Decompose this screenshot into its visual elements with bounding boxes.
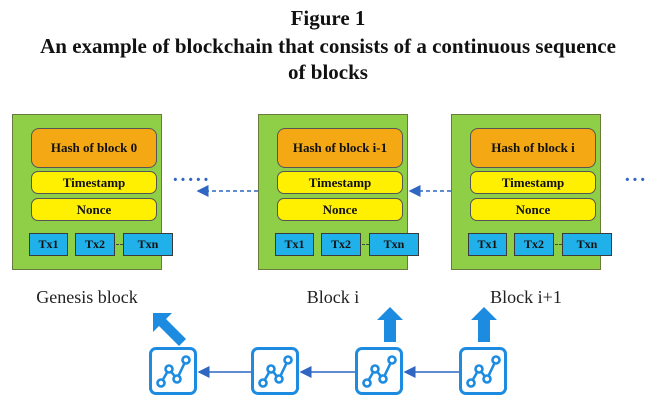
figure-label: Figure 1 bbox=[290, 6, 366, 30]
transaction-ellipsis-dash bbox=[116, 244, 127, 245]
genesis-block: Hash of block 0 Timestamp Nonce Tx1 Tx2 … bbox=[12, 114, 173, 270]
caption-block-i: Block i bbox=[306, 287, 360, 307]
blockchain-node-icon bbox=[149, 347, 197, 395]
transaction-tx2: Tx2 bbox=[321, 233, 361, 256]
timestamp-field: Timestamp bbox=[31, 171, 157, 194]
timestamp-field: Timestamp bbox=[277, 171, 403, 194]
transaction-tx2: Tx2 bbox=[514, 233, 554, 256]
figure-title-line2: of blocks bbox=[288, 60, 368, 84]
blockchain-node-icon bbox=[251, 347, 299, 395]
transaction-ellipsis-dash bbox=[555, 244, 566, 245]
up-arrow-icon bbox=[377, 307, 403, 342]
up-arrow-icon bbox=[471, 307, 497, 342]
chain-ellipsis-right: ··· bbox=[624, 169, 648, 191]
caption-genesis-block: Genesis block bbox=[36, 287, 138, 307]
block-hash-field: Hash of block 0 bbox=[31, 128, 157, 168]
transaction-txn: Txn bbox=[562, 233, 612, 256]
transaction-txn: Txn bbox=[123, 233, 173, 256]
block-hash-field: Hash of block i-1 bbox=[277, 128, 403, 168]
transaction-tx2: Tx2 bbox=[75, 233, 115, 256]
block-i: Hash of block i-1 Timestamp Nonce Tx1 Tx… bbox=[258, 114, 419, 270]
figure-title-line1: An example of blockchain that consists o… bbox=[40, 34, 616, 58]
transaction-tx1: Tx1 bbox=[29, 233, 68, 256]
up-arrow-icon bbox=[153, 313, 186, 346]
block-hash-field: Hash of block i bbox=[470, 128, 596, 168]
caption-block-i-plus-1: Block i+1 bbox=[490, 287, 562, 307]
transaction-txn: Txn bbox=[369, 233, 419, 256]
block-i-plus-1: Hash of block i Timestamp Nonce Tx1 Tx2 … bbox=[451, 114, 612, 270]
transaction-tx1: Tx1 bbox=[275, 233, 314, 256]
timestamp-field: Timestamp bbox=[470, 171, 596, 194]
transaction-ellipsis-dash bbox=[362, 244, 373, 245]
nonce-field: Nonce bbox=[277, 198, 403, 221]
transaction-tx1: Tx1 bbox=[468, 233, 507, 256]
nonce-field: Nonce bbox=[31, 198, 157, 221]
nonce-field: Nonce bbox=[470, 198, 596, 221]
